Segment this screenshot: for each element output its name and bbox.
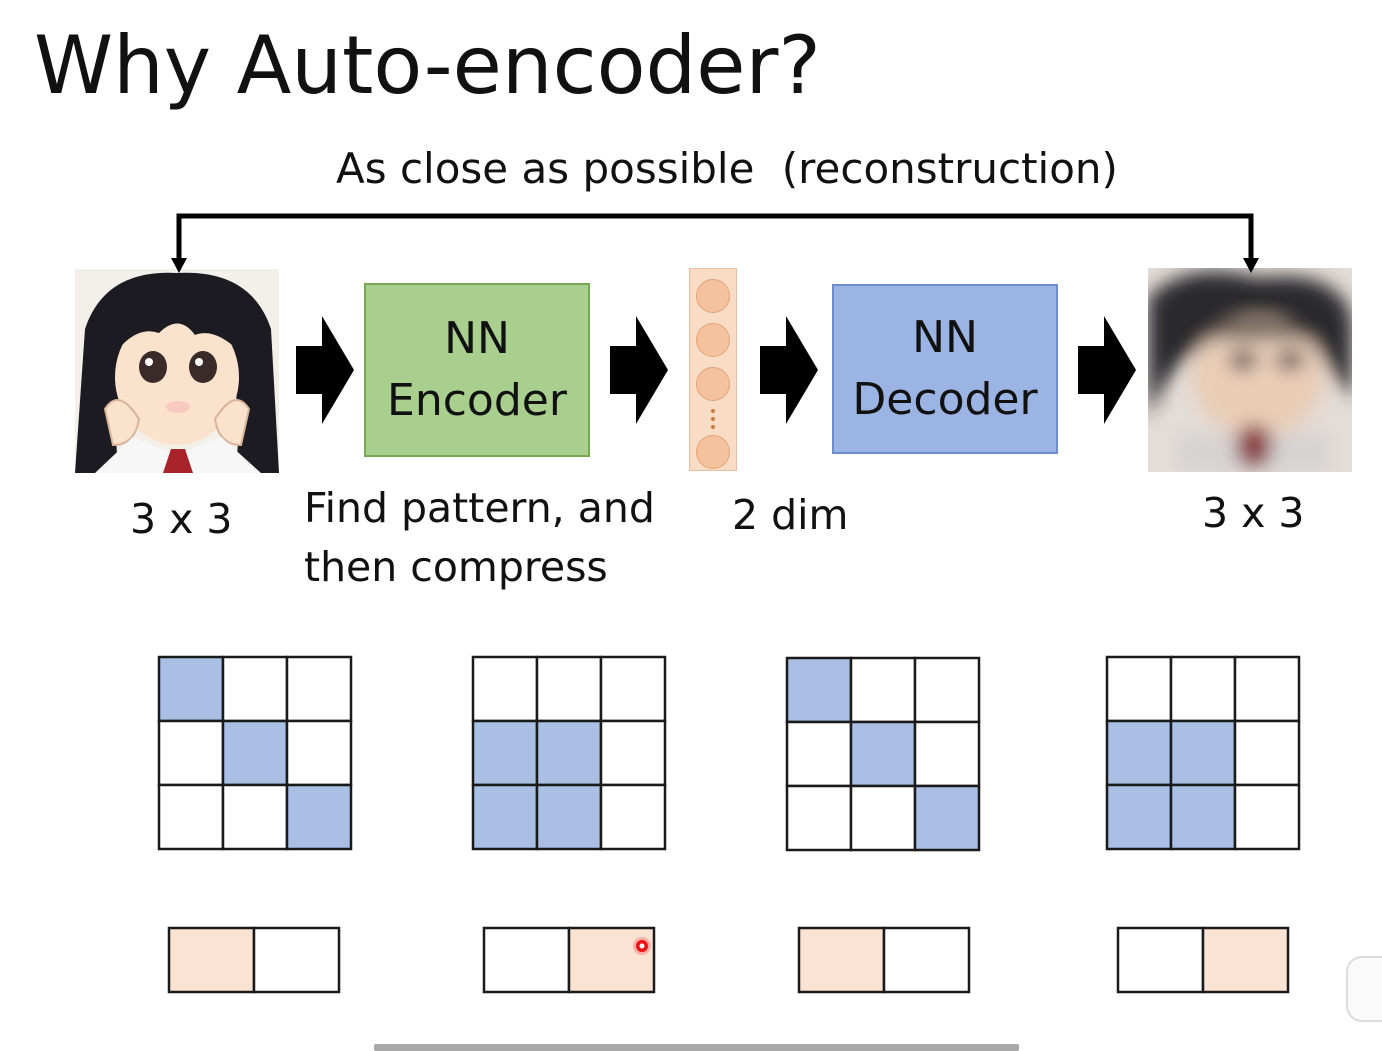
pattern-grid-cell — [1169, 655, 1237, 723]
pattern-grid-cell — [535, 655, 603, 723]
nn-encoder-box: NN Encoder — [364, 283, 590, 457]
pattern-grid-cell — [849, 784, 917, 852]
pattern-grid-cell — [785, 656, 853, 724]
encoder-caption: Find pattern, and then compress — [304, 479, 655, 598]
pattern-grid-cell — [785, 784, 853, 852]
code-cell — [482, 926, 571, 994]
code-dim-label: 2 dim — [732, 491, 849, 539]
code-neuron — [696, 435, 730, 469]
pattern-grid-cell — [849, 656, 917, 724]
right-arrow-icon — [760, 316, 818, 424]
pattern-grid-cell — [1105, 655, 1173, 723]
caption-paren: (reconstruction) — [781, 144, 1118, 193]
code-cell — [882, 926, 971, 994]
pattern-grid-cell — [913, 656, 981, 724]
pattern-grid-cell — [285, 783, 353, 851]
floating-button[interactable] — [1346, 956, 1382, 1022]
pattern-grid-cell — [1233, 783, 1301, 851]
pattern-grid-cell — [221, 719, 289, 787]
pattern-grid-cell — [471, 655, 539, 723]
pattern-grid-cell — [471, 783, 539, 851]
decoder-line-2: Decoder — [852, 374, 1038, 425]
pattern-grid-cell — [849, 720, 917, 788]
pattern-grid-cell — [599, 783, 667, 851]
pattern-grid-cell — [221, 655, 289, 723]
pattern-grid-cell — [1105, 783, 1173, 851]
encoder-caption-line-2: then compress — [304, 543, 608, 592]
pattern-grid-cell — [599, 655, 667, 723]
pattern-grid-cell — [599, 719, 667, 787]
output-size-label: 3 x 3 — [1202, 489, 1305, 537]
code-neuron — [696, 323, 730, 357]
pattern-grid-cell — [1169, 719, 1237, 787]
pattern-grid-cell — [535, 783, 603, 851]
reconstruction-bracket — [176, 213, 1254, 262]
pattern-grid-cell — [785, 720, 853, 788]
code-cell — [1116, 926, 1205, 994]
pattern-examples — [157, 655, 1301, 994]
code-cell — [1201, 926, 1290, 994]
pattern-grid-cell — [535, 719, 603, 787]
pattern-grid-cell — [1233, 719, 1301, 787]
pattern-grid-cell — [157, 655, 225, 723]
pointer-dot — [633, 937, 651, 955]
pattern-grid-cell — [1233, 655, 1301, 723]
output-face-image — [1148, 268, 1352, 472]
pattern-grid-cell — [1105, 719, 1173, 787]
down-arrow-icon — [171, 258, 187, 273]
nn-decoder-box: NN Decoder — [832, 284, 1058, 454]
pattern-grid-cell — [471, 719, 539, 787]
code-cell — [797, 926, 886, 994]
slide-title: Why Auto-encoder? — [34, 19, 821, 112]
reconstruction-caption: As close as possible (reconstruction) — [336, 144, 1118, 193]
right-arrow-icon — [610, 316, 668, 424]
pattern-grid-cell — [285, 655, 353, 723]
code-cell — [167, 926, 256, 994]
vertical-ellipsis — [710, 409, 716, 433]
horizontal-scrollbar[interactable] — [374, 1044, 1019, 1051]
pattern-grid-cell — [157, 783, 225, 851]
input-face-image — [75, 269, 279, 473]
pattern-grid-cell — [157, 719, 225, 787]
down-arrow-icon — [1243, 258, 1259, 273]
encoder-line-1: NN — [444, 313, 510, 365]
right-arrow-icon — [296, 316, 354, 424]
code-cell — [252, 926, 341, 994]
caption-main: As close as possible — [336, 144, 755, 193]
code-neuron — [696, 367, 730, 401]
encoder-caption-line-1: Find pattern, and — [304, 484, 655, 532]
pattern-grid-cell — [913, 784, 981, 852]
pattern-grid-cell — [221, 783, 289, 851]
pattern-grid-cell — [1169, 783, 1237, 851]
code-neuron — [696, 279, 730, 313]
encoder-line-2: Encoder — [387, 375, 567, 426]
input-size-label: 3 x 3 — [130, 495, 233, 543]
decoder-line-1: NN — [912, 312, 978, 364]
code-vector — [689, 268, 737, 471]
pattern-grid-cell — [285, 719, 353, 787]
pattern-grid-cell — [913, 720, 981, 788]
right-arrow-icon — [1078, 316, 1136, 424]
